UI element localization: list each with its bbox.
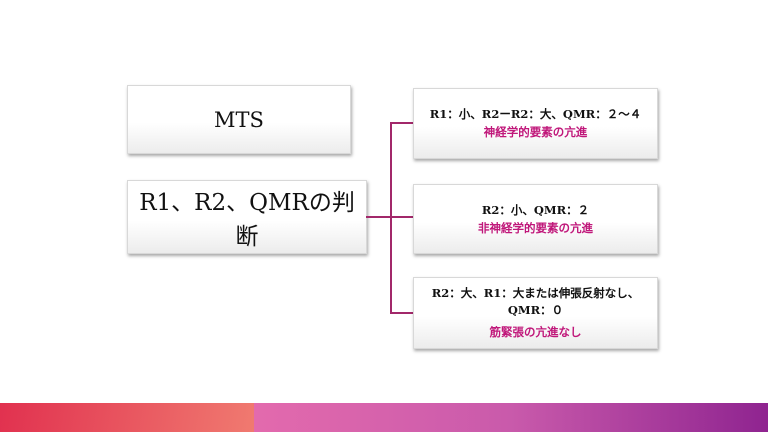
judgment-label: R1、R2、QMRの判断 [139, 190, 355, 250]
connector-branch-3 [390, 312, 413, 314]
branch-3-result: 筋緊張の亢進なし [489, 325, 582, 339]
branch-1-result: 神経学的要素の亢進 [483, 125, 588, 139]
branch-2-result: 非神経学的要素の亢進 [478, 220, 593, 235]
footer-bar-right [254, 403, 768, 432]
branch-2-criteria: R2：小、QMR：２ [481, 202, 590, 217]
branch-3-criteria-line2: QMR：０ [507, 303, 564, 317]
connector-horizontal-main [366, 216, 390, 218]
branch-3-criteria-line1: R2：大、R1：大または伸張反射なし、 [431, 286, 640, 300]
footer-gradient-bar [0, 403, 768, 432]
branch-1-criteria: R1：小、R2ーR2：大、QMR：２～４ [429, 107, 642, 121]
connector-branch-2 [390, 216, 413, 218]
connector-branch-1 [390, 122, 413, 124]
branch-box-2: R2：小、QMR：２ 非神経学的要素の亢進 [413, 184, 658, 254]
judgment-box: R1、R2、QMRの判断 [127, 180, 367, 254]
connector-vertical [390, 122, 392, 313]
mts-box: MTS [127, 85, 351, 154]
branch-box-1: R1：小、R2ーR2：大、QMR：２～４ 神経学的要素の亢進 [413, 88, 658, 159]
mts-label: MTS [214, 107, 264, 132]
footer-bar-left [0, 403, 254, 432]
branch-box-3: R2：大、R1：大または伸張反射なし、 QMR：０ 筋緊張の亢進なし [413, 277, 658, 349]
